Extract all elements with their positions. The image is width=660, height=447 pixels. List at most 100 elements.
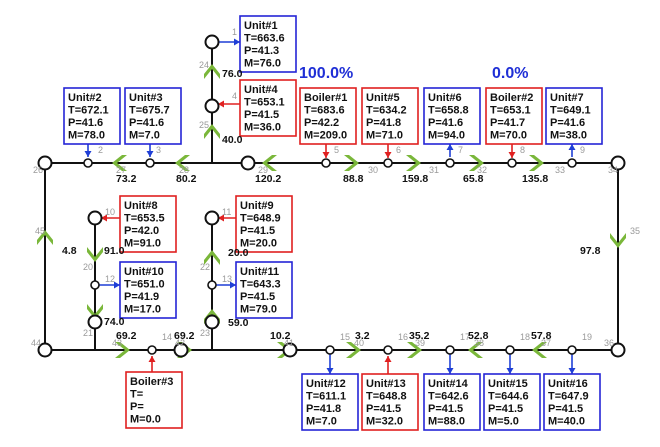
flow-arrow-39 [407,342,422,358]
node-number-14: 14 [162,332,172,342]
unit-box-unit16[interactable]: Unit#16T=647.9P=41.5M=40.0 [543,373,601,431]
unit-box-unit8[interactable]: Unit#8T=653.5P=42.0M=91.0 [119,195,177,253]
flow-value-41: 10.2 [270,330,291,342]
unit-box-unit6[interactable]: Unit#6T=658.8P=41.6M=94.0 [423,87,481,145]
unit-box-unit13[interactable]: Unit#13T=648.8P=41.5M=32.0 [361,373,419,431]
unit-field-m: M=0.0 [130,414,161,426]
flow-value-35: 97.8 [580,245,601,257]
unit-field-title: Unit#7 [550,92,584,104]
junction-node-41 [282,342,298,358]
unit-box-unit14[interactable]: Unit#14T=642.6P=41.5M=88.0 [423,373,481,431]
connector-arrowhead [84,151,92,157]
flow-arrow-29 [262,155,277,171]
unit-field-p: P=41.5 [366,403,401,415]
junction-node-19 [567,345,577,355]
node-number-24: 24 [199,60,209,70]
unit-box-border [119,195,177,253]
node-number-18: 18 [520,332,530,342]
node-number-37: 37 [541,338,551,348]
unit-field-m: M=7.0 [129,130,160,142]
connector-arrowhead [218,100,224,108]
flow-value-39: 35.2 [409,330,430,342]
unit-boxes: Unit#1T=663.6P=41.3M=76.0Unit#4T=653.1P=… [63,15,603,431]
unit-box-unit4[interactable]: Unit#4T=653.1P=41.5M=36.0 [239,79,297,137]
unit-field-m: M=209.0 [304,130,347,142]
junction-node-34 [610,155,626,171]
flow-arrow-45 [37,230,53,245]
connector-arrowhead [326,368,334,374]
flow-value-22-upper: 20.0 [228,247,249,259]
junction-node-18 [505,345,515,355]
unit-box-boiler1[interactable]: Boiler#1T=683.6P=42.2M=209.0 [299,87,357,145]
junction-node-16 [383,345,393,355]
unit-field-t: T=648.9 [240,213,281,225]
unit-box-unit10[interactable]: Unit#10T=651.0P=41.9M=17.0 [119,261,177,319]
unit-field-title: Unit#14 [428,378,469,390]
unit-box-unit1[interactable]: Unit#1T=663.6P=41.3M=76.0 [239,15,297,73]
node-number-6: 6 [396,145,401,155]
connector-arrowhead [146,151,154,157]
unit-box-unit15[interactable]: Unit#15T=644.6P=41.5M=5.0 [483,373,541,431]
unit-box-unit9[interactable]: Unit#9T=648.9P=41.5M=20.0 [235,195,293,253]
unit-field-t: T=683.6 [304,105,345,117]
unit-field-m: M=79.0 [240,304,277,316]
junction-node-21 [87,314,103,330]
flow-value-27: 73.2 [116,173,137,185]
connector-arrowhead [218,214,224,222]
flow-value-29: 120.2 [255,173,281,185]
unit-field-m: M=36.0 [244,122,281,134]
unit-field-title: Boiler#2 [490,92,533,104]
node-number-16: 16 [398,332,408,342]
flow-arrow-24 [204,64,220,79]
flow-arrow-38 [468,342,483,358]
connector-arrowhead [322,152,330,158]
boiler1-percent: 100.0% [299,65,353,82]
node-number-17: 17 [460,332,470,342]
unit-box-unit2[interactable]: Unit#2T=672.1P=41.6M=78.0 [63,87,121,145]
connector-arrowhead [234,38,240,46]
unit-field-p: P=41.6 [68,117,103,129]
unit-box-unit12[interactable]: Unit#12T=611.1P=41.8M=7.0 [301,373,359,431]
flow-arrow-37 [532,342,547,358]
connector-arrowhead [446,144,454,150]
unit-box-border [63,87,121,145]
node-number-29: 29 [258,165,268,175]
unit-box-unit5[interactable]: Unit#5T=634.2P=41.8M=71.0 [361,87,419,145]
flow-value-32: 65.8 [463,173,484,185]
flow-value-20-upper: 91.0 [104,245,125,257]
unit-field-t: T=658.8 [428,105,469,117]
node-number-20: 20 [83,262,93,272]
unit-box-unit11[interactable]: Unit#11T=643.3P=41.5M=79.0 [235,261,293,319]
flow-arrow-31 [406,155,421,171]
connector-arrowhead [568,144,576,150]
node-number-15: 15 [340,332,350,342]
unit-field-p: P= [130,401,144,413]
unit-box-border [124,87,182,145]
unit-field-m: M=76.0 [244,58,281,70]
unit-connectors [84,38,576,374]
junction-nodes [37,34,626,358]
junction-node-8 [507,158,517,168]
unit-field-title: Unit#10 [124,266,164,278]
flow-arrow-40 [346,342,361,358]
node-number-1: 1 [232,27,237,37]
unit-box-boiler3[interactable]: Boiler#3T=P=M=0.0 [125,371,183,429]
node-number-31: 31 [429,165,439,175]
unit-field-m: M=38.0 [550,130,587,142]
node-number-35: 35 [630,226,640,236]
unit-field-title: Unit#5 [366,92,400,104]
node-number-41: 41 [284,338,294,348]
flow-arrow-43 [115,342,130,358]
unit-field-title: Unit#13 [366,378,406,390]
unit-box-boiler2[interactable]: Boiler#2T=653.1P=41.7M=70.0 [485,87,543,145]
unit-box-border [301,373,359,431]
unit-field-title: Unit#4 [244,84,279,96]
unit-box-unit3[interactable]: Unit#3T=675.7P=41.6M=7.0 [124,87,182,145]
unit-box-border [235,195,293,253]
unit-box-unit7[interactable]: Unit#7T=649.1P=41.6M=38.0 [545,87,603,145]
junction-node-3 [145,158,155,168]
node-number-12: 12 [105,274,115,284]
flow-arrow-32 [469,155,484,171]
unit-field-m: M=7.0 [306,416,337,428]
unit-field-title: Unit#11 [240,266,279,278]
